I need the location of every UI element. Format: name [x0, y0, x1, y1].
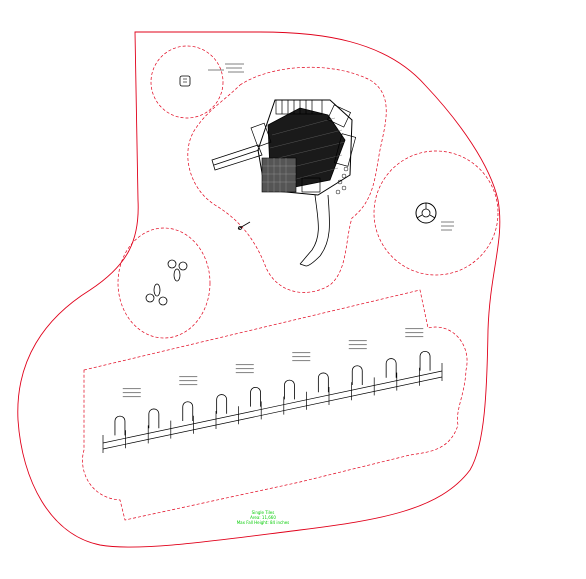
ladder-rungs [275, 99, 323, 115]
swing-seat [317, 372, 329, 393]
swing-seat [114, 415, 126, 436]
site-boundary-outline [17, 31, 501, 548]
use-zone-spring-riders [117, 227, 211, 339]
spinner-callout [441, 221, 454, 231]
curvy-climber [335, 166, 349, 195]
swing-seat [419, 350, 431, 371]
use-zone-spinner [373, 150, 499, 276]
legend-line-2: Area: 11,660 [250, 515, 276, 520]
play-structure-outline [257, 99, 353, 196]
swing-callouts [122, 328, 424, 398]
legend-line-3: Max Fall Height: 84 inches [237, 520, 290, 525]
swing-seat [250, 386, 261, 407]
swing-seat [284, 379, 295, 400]
swing-legs [102, 363, 443, 453]
swing-seat [385, 358, 397, 378]
use-zone-play-structure [187, 66, 387, 293]
sign-icon [179, 75, 191, 87]
slide-straight [211, 144, 263, 171]
swing-seat [182, 401, 194, 421]
use-zone-sign-area [150, 45, 224, 119]
use-zone-swing-bay [82, 289, 468, 521]
slide-curved [299, 194, 330, 267]
climber-grid [261, 157, 297, 193]
swing-seat [216, 394, 228, 414]
bench-icon [237, 221, 251, 230]
swing-seat [351, 365, 363, 385]
legend-block: Single Tiles Area: 11,660 Max Fall Heigh… [237, 510, 290, 525]
swing-seats [114, 350, 431, 436]
swing-seat [148, 408, 160, 429]
play-structure [250, 99, 357, 196]
swing-beam [102, 370, 443, 450]
sign-callout [208, 63, 244, 73]
side-panels [250, 104, 357, 193]
spring-rider-bottom [145, 283, 168, 306]
legend-line-1: Single Tiles [252, 510, 275, 515]
roof-hatching [269, 117, 346, 183]
spring-rider-top [167, 259, 188, 282]
spinner-icon [415, 202, 437, 224]
